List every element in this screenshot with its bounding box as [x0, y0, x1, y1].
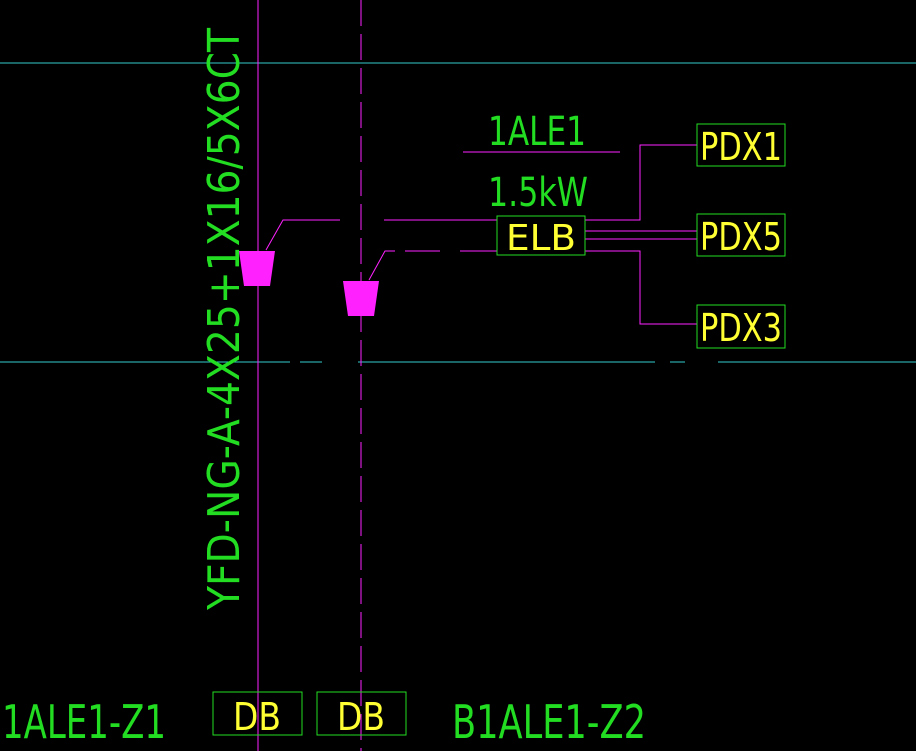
riser-symbol-right	[343, 281, 379, 316]
circuit-box-1	[696, 123, 786, 167]
bottom-left-label: 1ALE1-Z1	[2, 695, 166, 749]
db-box-left	[212, 691, 303, 736]
cable-spec: YFD-NG-A-4X25+1X16/5X6CT	[199, 27, 250, 611]
circuit-box-2	[696, 213, 786, 257]
circuit-label-1: PDX1	[700, 125, 782, 169]
wire-out-3	[585, 250, 697, 325]
wire-feed-solid	[265, 219, 340, 251]
wire-feed-dashed	[368, 250, 395, 281]
panel-name: 1ALE1	[488, 109, 586, 155]
bottom-right-label: B1ALE1-Z2	[452, 695, 646, 749]
circuit-box-3	[696, 304, 786, 349]
wire-out-1	[585, 144, 697, 221]
riser-symbol-left	[239, 251, 275, 286]
db-box-right	[316, 691, 407, 736]
db-label-left: DB	[233, 695, 281, 739]
circuit-label-3: PDX3	[700, 306, 782, 350]
breaker-box	[496, 215, 586, 256]
circuit-label-2: PDX5	[700, 215, 782, 259]
db-label-right: DB	[337, 695, 385, 739]
breaker-label: ELB	[506, 218, 576, 259]
panel-power: 1.5kW	[488, 170, 588, 216]
